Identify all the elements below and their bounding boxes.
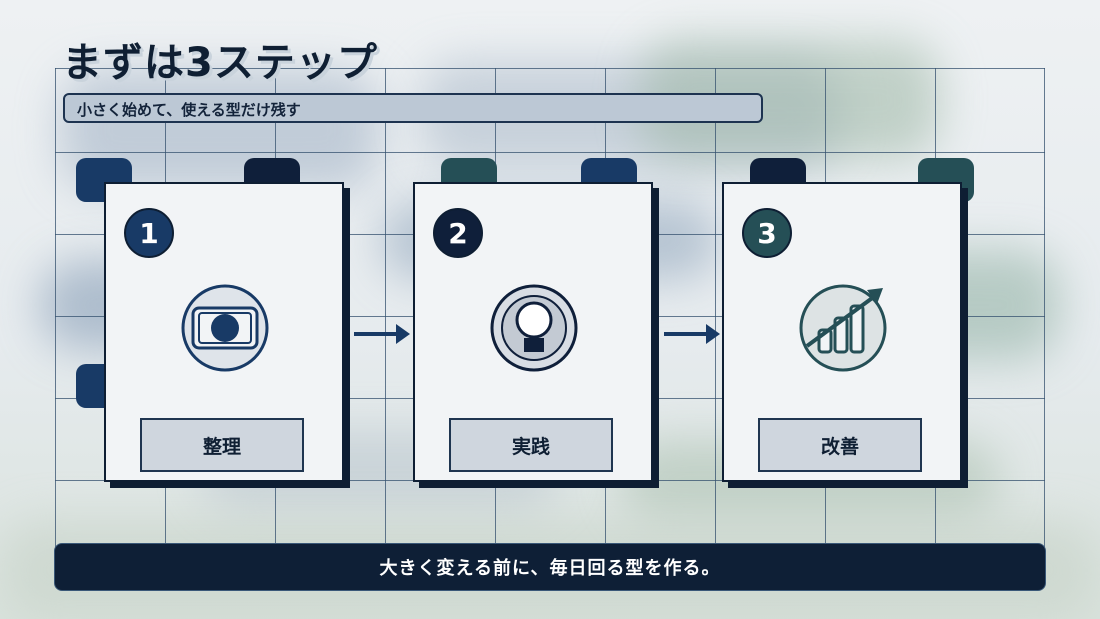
- lightbulb-icon: [488, 282, 580, 374]
- step-card-3: 3 改善: [694, 158, 974, 488]
- footer-message: 大きく変える前に、毎日回る型を作る。: [54, 543, 1046, 591]
- step-label: 実践: [449, 418, 613, 472]
- step-number-badge: 1: [124, 208, 174, 258]
- growth-chart-icon: [797, 282, 889, 374]
- page-title: まずは3ステップ: [62, 40, 378, 86]
- step-number-badge: 2: [433, 208, 483, 258]
- step-card-2: 2 実践: [385, 158, 665, 488]
- step-card-1: 1 整理: [76, 158, 356, 488]
- arrow-right-icon: [662, 322, 722, 346]
- page-subtitle: 小さく始めて、使える型だけ残す: [63, 93, 763, 123]
- arrow-right-icon: [352, 322, 412, 346]
- step-card-panel: 3 改善: [722, 182, 962, 482]
- step-label: 整理: [140, 418, 304, 472]
- step-card-panel: 2 実践: [413, 182, 653, 482]
- step-card-panel: 1 整理: [104, 182, 344, 482]
- step-label: 改善: [758, 418, 922, 472]
- monitor-document-icon: [179, 282, 271, 374]
- step-number-badge: 3: [742, 208, 792, 258]
